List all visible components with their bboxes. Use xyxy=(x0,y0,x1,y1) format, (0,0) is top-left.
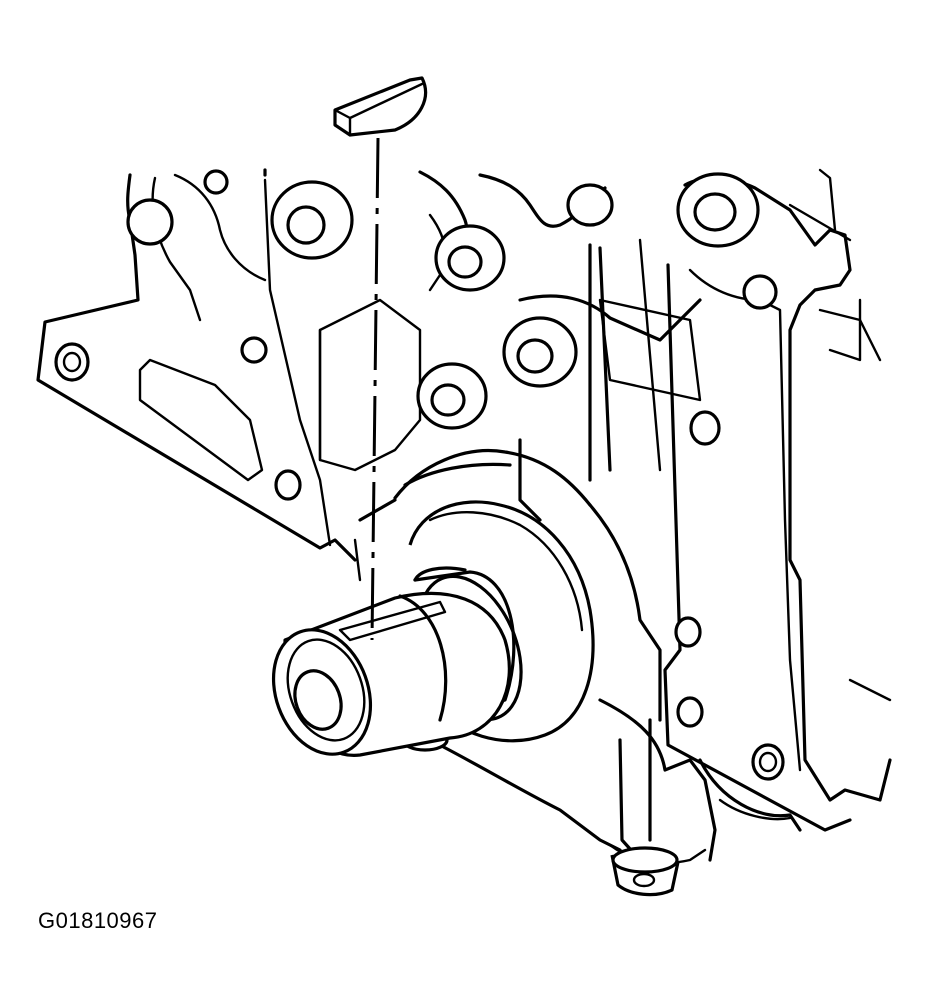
oil-pump-housing xyxy=(401,698,717,897)
crankshaft xyxy=(271,566,523,757)
crankshaft-key xyxy=(333,76,428,137)
engine-block xyxy=(36,168,892,832)
installation-guide-line xyxy=(370,137,380,641)
bolt-holes xyxy=(54,169,785,781)
figure-id-label: G01810967 xyxy=(38,908,158,933)
